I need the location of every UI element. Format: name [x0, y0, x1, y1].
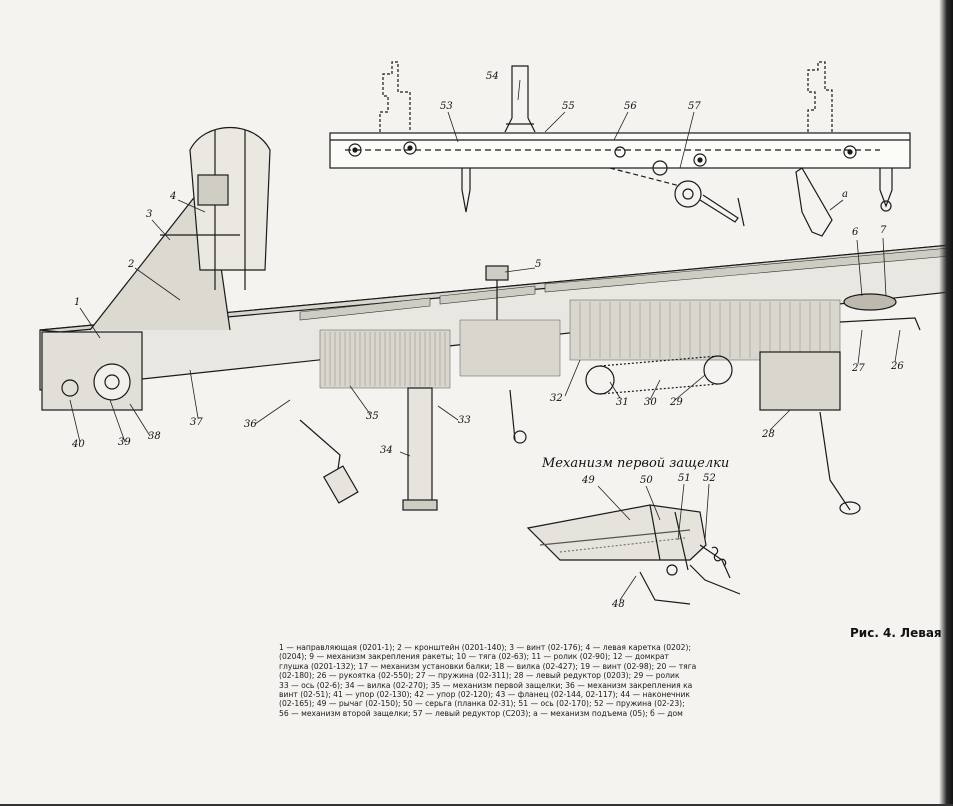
callout-48: 48	[612, 599, 625, 610]
callout-28: 28	[762, 429, 775, 440]
callout-3: 3	[146, 209, 153, 220]
callout-51: 51	[678, 473, 691, 484]
callout-26: 26	[891, 361, 904, 372]
main-rail	[39, 127, 951, 515]
callout-33: 33	[458, 415, 471, 426]
callout-39: 39	[118, 437, 131, 448]
caption-line: 56 — механизм второй защелки; 57 — левый…	[279, 708, 683, 718]
callout-7: 7	[880, 225, 887, 236]
figure-caption: 1 — направляющая (0201-1); 2 — кронштейн…	[279, 643, 929, 718]
callout-32: 32	[550, 393, 563, 404]
callout-40: 40	[72, 439, 85, 450]
callout-37: 37	[190, 417, 203, 428]
caption-line: 33 — ось (02-6); 34 — вилка (02-270); 35…	[279, 680, 693, 690]
callout-30: 30	[644, 397, 657, 408]
caption-line: (02-165); 49 — рычаг (02-150); 50 — серь…	[279, 699, 685, 709]
callout-52: 52	[703, 473, 716, 484]
callout-a: а	[842, 189, 848, 200]
caption-line: (0204); 9 — механизм закрепления ракеты;…	[279, 652, 669, 662]
leader-lines	[69, 79, 901, 601]
technical-drawing	[39, 61, 951, 605]
caption-line: (02-180); 26 — рукоятка (02-550); 27 — п…	[279, 671, 680, 681]
callout-53: 53	[440, 101, 453, 112]
callout-31: 31	[616, 397, 629, 408]
callout-50: 50	[640, 475, 653, 486]
callout-35: 35	[366, 411, 379, 422]
callout-56: 56	[624, 101, 637, 112]
caption-line: 1 — направляющая (0201-1); 2 — кронштейн…	[279, 643, 692, 652]
upper-beam-detail	[329, 61, 911, 237]
callout-36: 36	[244, 419, 257, 430]
callout-57: 57	[688, 101, 701, 112]
caption-line: винт (02-51); 41 — упор (02-130); 42 — у…	[279, 689, 690, 699]
callout-1: 1	[74, 297, 81, 308]
callout-34: 34	[380, 445, 393, 456]
callout-54: 54	[486, 71, 499, 82]
callout-5: 5	[535, 259, 542, 270]
figure-title: Рис. 4. Левая	[850, 626, 942, 640]
callout-29: 29	[670, 397, 683, 408]
callout-4: 4	[170, 191, 177, 202]
callout-49: 49	[582, 475, 595, 486]
bottom-rule	[0, 804, 953, 806]
callout-38: 38	[148, 431, 161, 442]
page-edge-shadow	[939, 0, 953, 806]
callout-27: 27	[852, 363, 865, 374]
callout-6: 6	[852, 227, 859, 238]
caption-line: глушка (0201-132); 17 — механизм установ…	[279, 661, 697, 671]
callout-55: 55	[562, 101, 575, 112]
inset-title: Механизм первой защелки	[542, 456, 730, 471]
callout-2: 2	[128, 259, 135, 270]
inset-first-latch	[526, 504, 741, 605]
